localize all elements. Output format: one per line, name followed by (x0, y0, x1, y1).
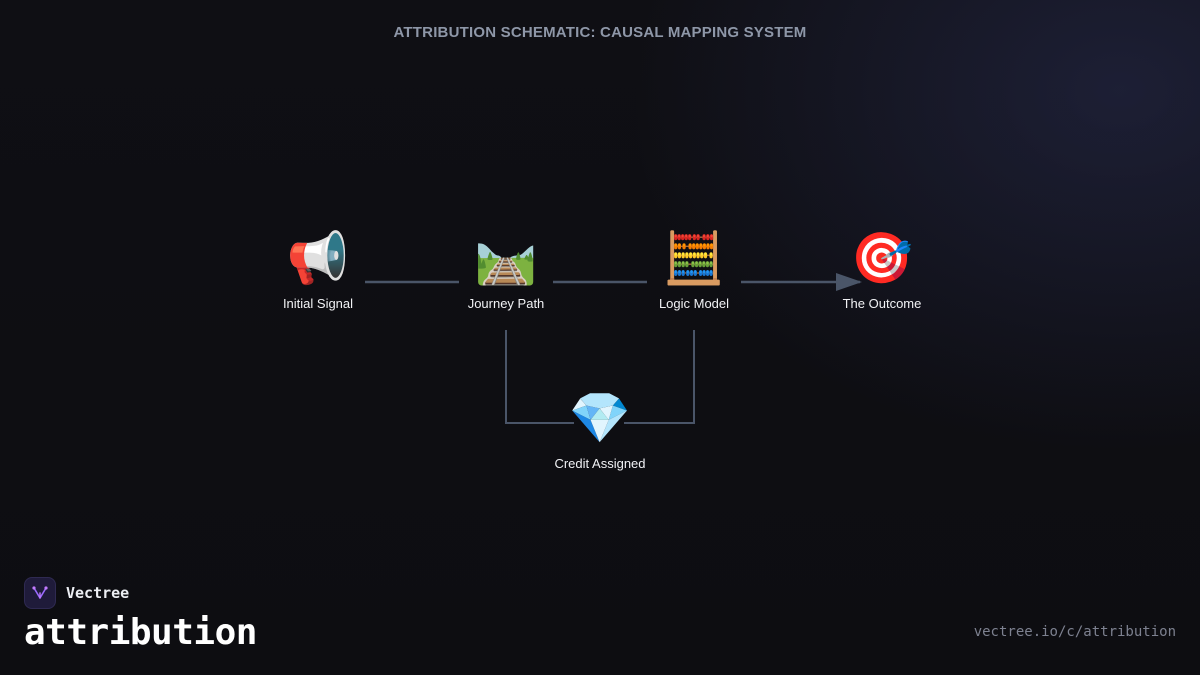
node-credit-assigned: 💎 Credit Assigned (530, 388, 670, 471)
edge-journey-path-to-credit-assigned (505, 330, 574, 424)
arrowhead-the-outcome (836, 273, 862, 291)
page-url[interactable]: vectree.io/c/attribution (973, 624, 1176, 640)
abacus-icon: 🧮 (662, 229, 726, 287)
node-initial-signal: 📢 Initial Signal (248, 228, 388, 311)
node-label: Logic Model (658, 296, 730, 311)
brand: Vectree (24, 577, 129, 609)
node-logic-model: 🧮 Logic Model (624, 228, 764, 311)
railway-track-icon: 🛤️ (474, 229, 538, 287)
node-the-outcome: 🎯 The Outcome (812, 228, 952, 311)
megaphone-icon: 📢 (286, 229, 350, 287)
node-label: Credit Assigned (554, 456, 646, 471)
node-label: Journey Path (467, 296, 545, 311)
node-journey-path: 🛤️ Journey Path (436, 228, 576, 311)
product-name: attribution (24, 612, 257, 653)
gem-icon: 💎 (568, 389, 632, 447)
edge-logic-model-to-credit-assigned (624, 330, 695, 424)
node-label: Initial Signal (282, 296, 354, 311)
page-title: ATTRIBUTION SCHEMATIC: CAUSAL MAPPING SY… (393, 24, 807, 41)
brand-name: Vectree (66, 584, 130, 602)
vectree-logo-icon (24, 577, 56, 609)
node-label: The Outcome (842, 296, 922, 311)
target-icon: 🎯 (850, 229, 914, 287)
